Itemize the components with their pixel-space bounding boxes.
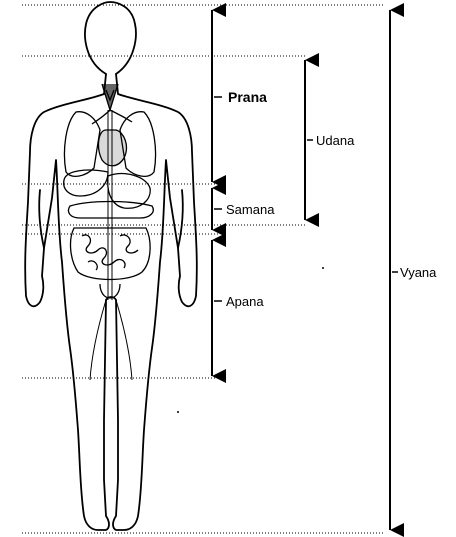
left-side-outline: [25, 74, 109, 530]
body-outline: [25, 2, 197, 530]
udana-label: Udana: [316, 133, 355, 148]
bladder-icon: [100, 284, 120, 298]
prana-label: Prana: [228, 89, 267, 105]
leg-vessels: [90, 300, 132, 380]
left-lung-icon: [64, 112, 100, 177]
left-inner-arm: [39, 190, 44, 248]
intestine-coils: [82, 235, 138, 270]
vyana-label: Vyana: [400, 265, 437, 280]
head-outline: [85, 2, 136, 74]
throat-icon: [102, 84, 118, 110]
apana-label: Apana: [226, 294, 264, 309]
stomach-icon: [108, 174, 151, 209]
samana-label: Samana: [226, 202, 275, 217]
right-inner-arm: [178, 190, 183, 248]
internal-organs: [64, 84, 156, 380]
colon-icon: [68, 202, 153, 219]
speckles: [177, 267, 324, 413]
measurement-arrows: [212, 10, 390, 530]
